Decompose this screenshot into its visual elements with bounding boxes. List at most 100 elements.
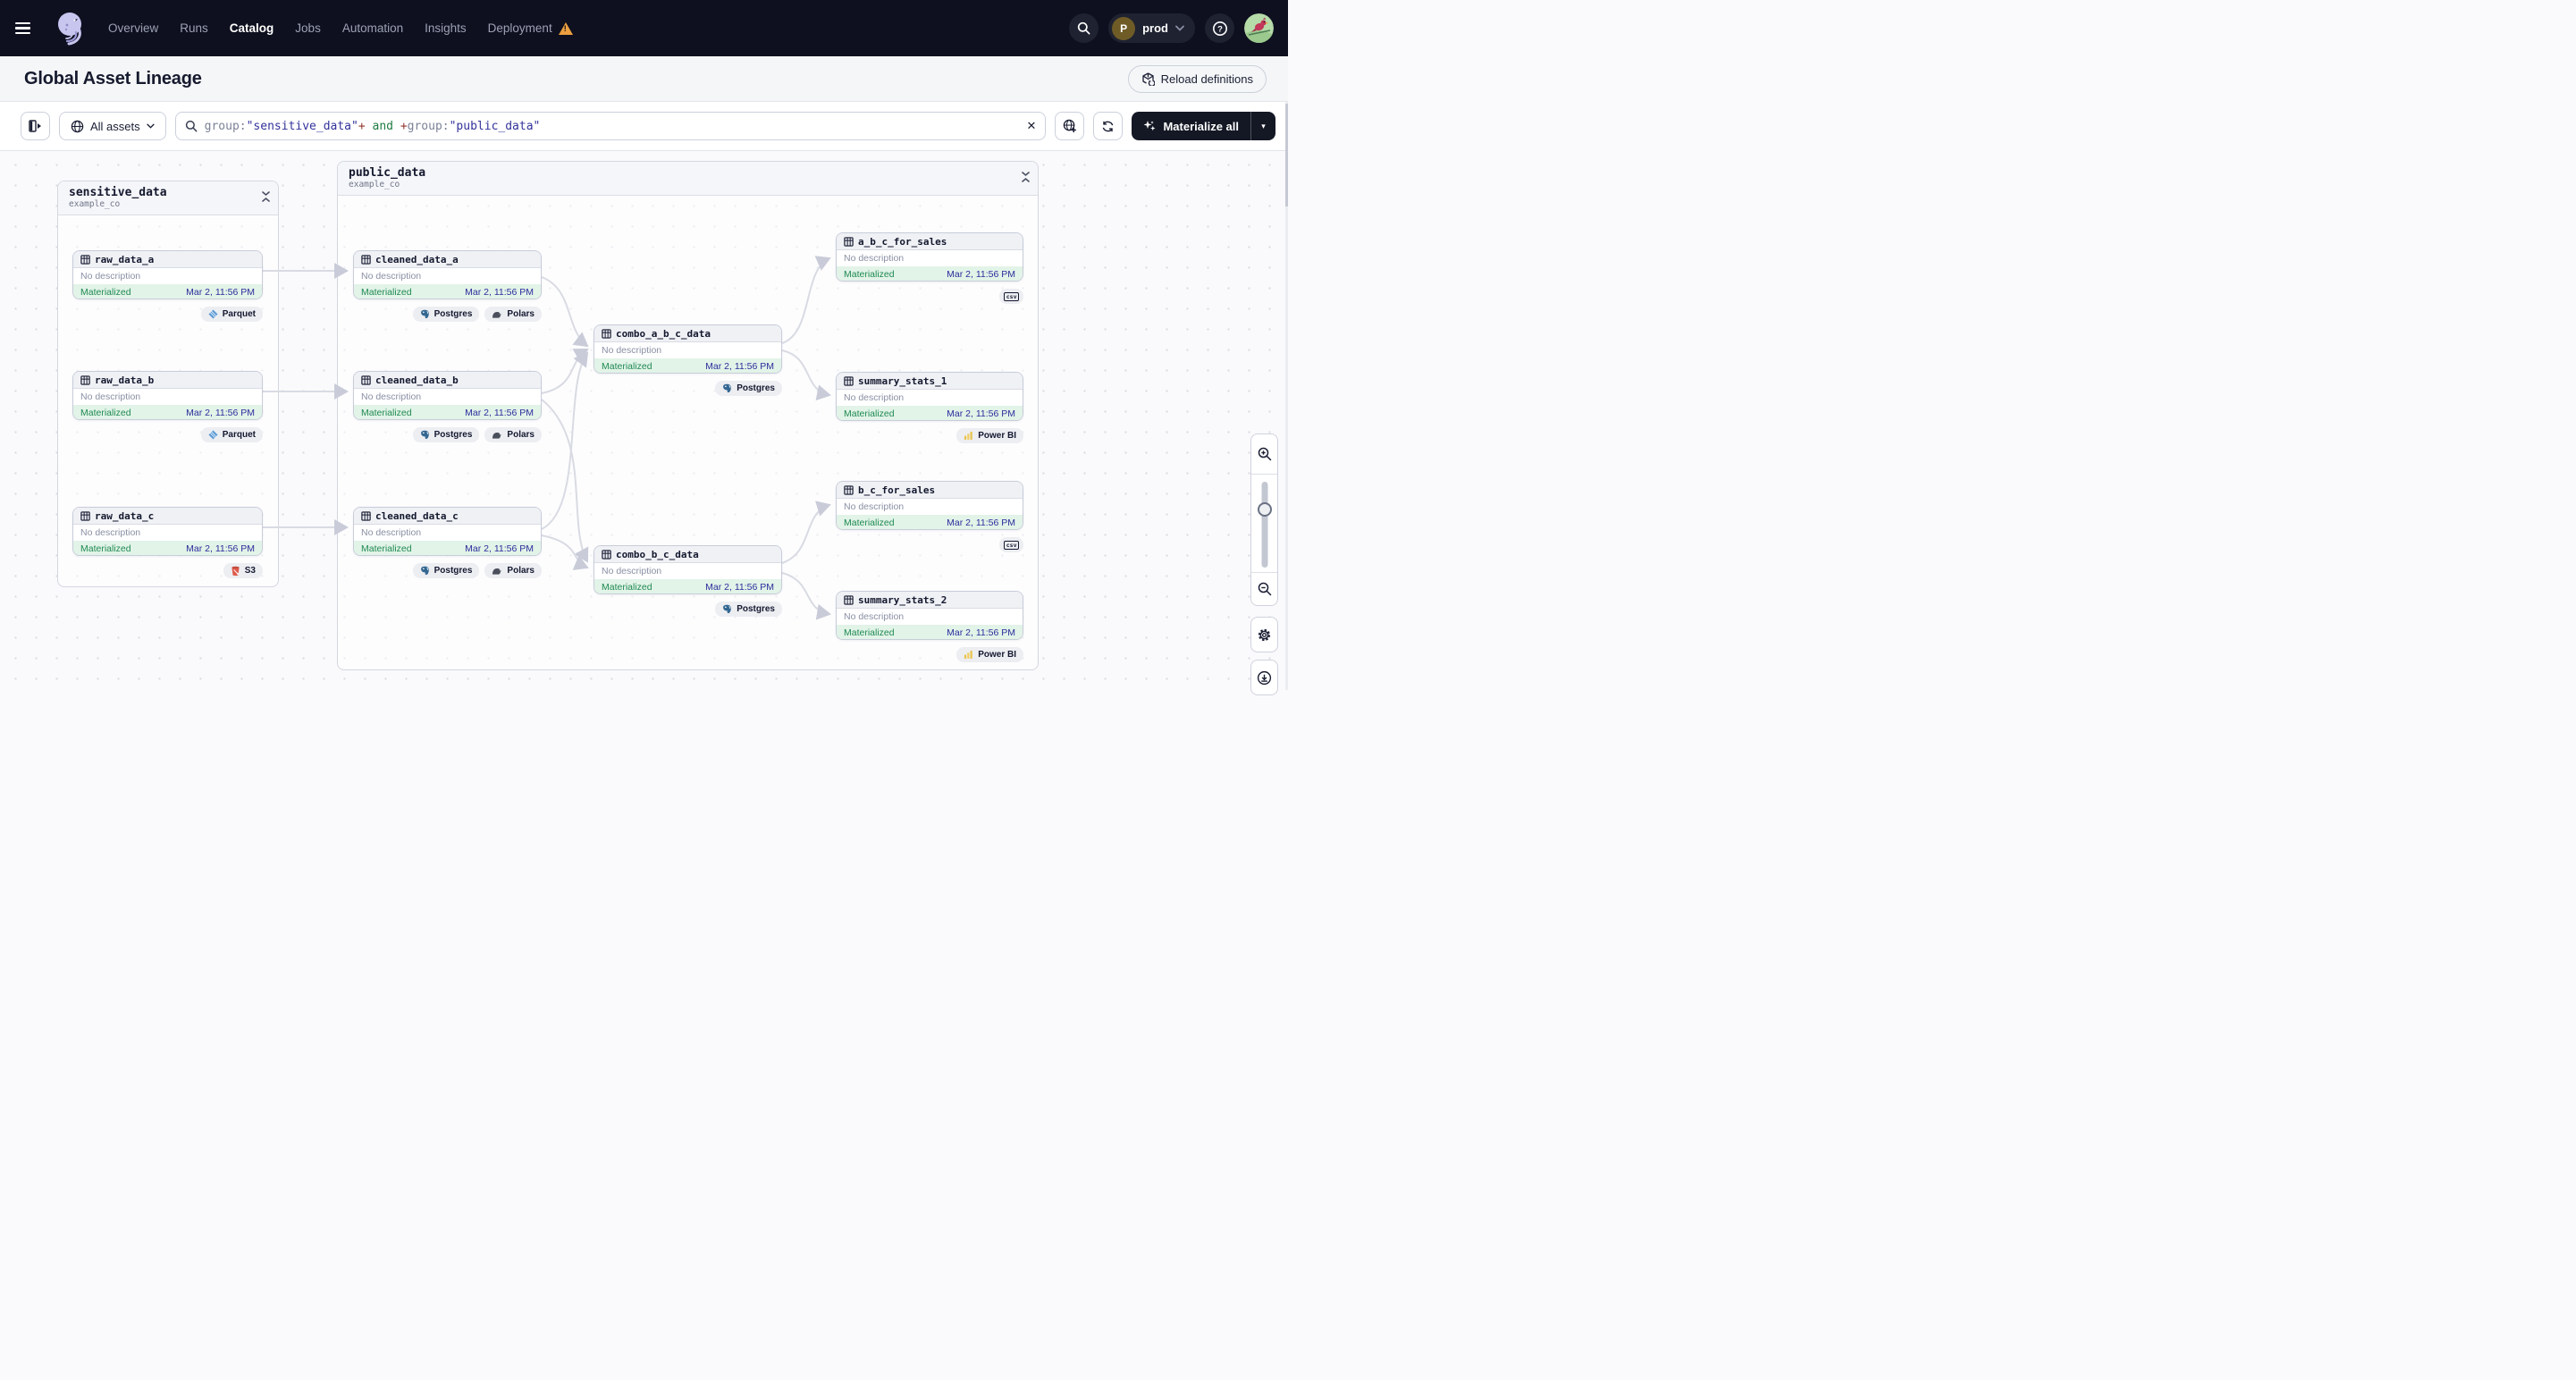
nav-item-jobs[interactable]: Jobs xyxy=(295,21,321,35)
kind-tag-polars: Polars xyxy=(484,563,542,578)
deployment-switcher[interactable]: P prod xyxy=(1108,13,1195,43)
nav-item-insights[interactable]: Insights xyxy=(425,21,467,35)
materialization-time: Mar 2, 11:56 PM xyxy=(947,627,1015,638)
asset-scope-dropdown[interactable]: All assets xyxy=(59,112,166,140)
kind-tag-powerbi: Power BI xyxy=(956,428,1023,443)
zoom-slider-track[interactable] xyxy=(1261,482,1267,568)
materialize-all-button[interactable]: Materialize all ▾ xyxy=(1132,112,1275,140)
kind-tag-s3: S3 xyxy=(223,563,263,578)
polars-icon xyxy=(492,311,502,318)
nav-item-overview[interactable]: Overview xyxy=(108,21,159,35)
page-scrollbar-thumb[interactable] xyxy=(1285,104,1288,206)
chevron-down-icon xyxy=(147,123,155,129)
status-badge: Materialized xyxy=(602,582,652,593)
asset-description: No description xyxy=(361,391,422,402)
collapse-group-icon[interactable] xyxy=(262,191,270,202)
lineage-toolbar: All assets group:"sensitive_data"+ and +… xyxy=(0,102,1288,151)
group-header-sensitive-data[interactable]: sensitive_data example_co xyxy=(58,181,278,215)
asset-description: No description xyxy=(80,271,141,282)
asset-description: No description xyxy=(844,611,905,622)
chevron-down-icon xyxy=(1175,25,1184,31)
kind-tag-csv: csv xyxy=(999,537,1023,552)
materialize-options-caret[interactable]: ▾ xyxy=(1261,121,1266,130)
deployment-avatar: P xyxy=(1112,16,1136,40)
postgres-icon xyxy=(723,604,731,614)
group-subtitle: example_co xyxy=(349,180,400,189)
asset-node-cleaned-data-a[interactable]: cleaned_data_a No description Materializ… xyxy=(353,250,542,299)
status-badge: Materialized xyxy=(602,361,652,372)
zoom-in-button[interactable] xyxy=(1251,434,1277,474)
search-icon xyxy=(185,120,198,132)
asset-node-cleaned-data-c[interactable]: cleaned_data_c No description Materializ… xyxy=(353,507,542,556)
asset-node-summary-stats-2[interactable]: summary_stats_2 No description Materiali… xyxy=(836,591,1023,640)
asset-node-summary-stats-1[interactable]: summary_stats_1 No description Materiali… xyxy=(836,372,1023,421)
table-icon xyxy=(844,484,854,495)
deployment-warning-icon xyxy=(558,21,573,35)
materialization-time: Mar 2, 11:56 PM xyxy=(705,582,774,593)
download-graph-button[interactable] xyxy=(1250,660,1278,695)
kind-tag-postgres: Postgres xyxy=(715,381,782,396)
kind-tag-parquet: Parquet xyxy=(200,427,263,442)
dagster-logo-icon[interactable] xyxy=(55,11,87,46)
materialization-time: Mar 2, 11:56 PM xyxy=(947,408,1015,419)
nav-item-deployment[interactable]: Deployment xyxy=(487,21,552,35)
materialization-time: Mar 2, 11:56 PM xyxy=(705,361,774,372)
materialization-time: Mar 2, 11:56 PM xyxy=(465,287,534,298)
zoom-out-button[interactable] xyxy=(1251,572,1277,605)
status-badge: Materialized xyxy=(80,408,131,418)
status-badge: Materialized xyxy=(361,408,412,418)
global-search-button[interactable] xyxy=(1069,13,1099,43)
nav-item-runs[interactable]: Runs xyxy=(180,21,208,35)
status-badge: Materialized xyxy=(844,408,895,419)
asset-node-combo-a-b-c-data[interactable]: combo_a_b_c_data No description Material… xyxy=(593,324,782,374)
asset-description: No description xyxy=(844,501,905,512)
postgres-icon xyxy=(420,309,429,319)
search-query-text: group:"sensitive_data"+ and +group:"publ… xyxy=(204,119,541,133)
user-avatar[interactable] xyxy=(1244,13,1274,43)
table-icon xyxy=(602,549,611,560)
asset-node-b-c-for-sales[interactable]: b_c_for_sales No description Materialize… xyxy=(836,481,1023,530)
kind-tag-postgres: Postgres xyxy=(412,563,480,578)
materialization-time: Mar 2, 11:56 PM xyxy=(947,269,1015,280)
nav-item-automation[interactable]: Automation xyxy=(341,21,404,35)
materialize-all-main[interactable]: Materialize all xyxy=(1132,112,1250,140)
reload-definitions-button[interactable]: Reload definitions xyxy=(1127,64,1267,93)
zoom-slider[interactable] xyxy=(1251,474,1277,572)
collapse-group-icon[interactable] xyxy=(1022,172,1030,182)
materialization-time: Mar 2, 11:56 PM xyxy=(947,518,1015,528)
zoom-in-icon xyxy=(1258,447,1271,461)
asset-node-cleaned-data-b[interactable]: cleaned_data_b No description Materializ… xyxy=(353,371,542,420)
refresh-button[interactable] xyxy=(1093,112,1124,140)
group-header-public-data[interactable]: public_data example_co xyxy=(338,162,1038,196)
hamburger-menu-icon[interactable] xyxy=(15,13,46,44)
asset-description: No description xyxy=(361,271,422,282)
table-icon xyxy=(844,594,854,605)
title-bar: Global Asset Lineage Reload definitions xyxy=(0,56,1288,102)
asset-node-a-b-c-for-sales[interactable]: a_b_c_for_sales No description Materiali… xyxy=(836,232,1023,282)
zoom-slider-handle[interactable] xyxy=(1257,502,1272,517)
button-divider xyxy=(1250,112,1251,140)
clear-search-icon[interactable]: ✕ xyxy=(1026,119,1037,132)
open-asset-panel-button[interactable] xyxy=(21,112,50,140)
page-scrollbar-track[interactable] xyxy=(1285,102,1288,690)
nav-item-catalog[interactable]: Catalog xyxy=(229,21,274,35)
graph-settings-button[interactable] xyxy=(1250,617,1278,652)
asset-node-combo-b-c-data[interactable]: combo_b_c_data No description Materializ… xyxy=(593,545,782,594)
parquet-icon xyxy=(208,309,218,319)
top-nav: Overview Runs Catalog Jobs Automation In… xyxy=(0,0,1288,56)
materialization-time: Mar 2, 11:56 PM xyxy=(465,408,534,418)
kind-tag-postgres: Postgres xyxy=(715,602,782,617)
table-icon xyxy=(361,510,371,521)
panel-toggle-icon xyxy=(29,120,41,132)
kind-tag-parquet: Parquet xyxy=(200,307,263,322)
asset-search-input[interactable]: group:"sensitive_data"+ and +group:"publ… xyxy=(174,112,1047,140)
filter-to-groups-button[interactable] xyxy=(1055,112,1085,140)
kind-tag-polars: Polars xyxy=(484,427,542,442)
asset-description: No description xyxy=(80,391,141,402)
help-button[interactable]: ? xyxy=(1205,13,1234,43)
table-icon xyxy=(361,254,371,265)
search-icon xyxy=(1077,21,1090,35)
